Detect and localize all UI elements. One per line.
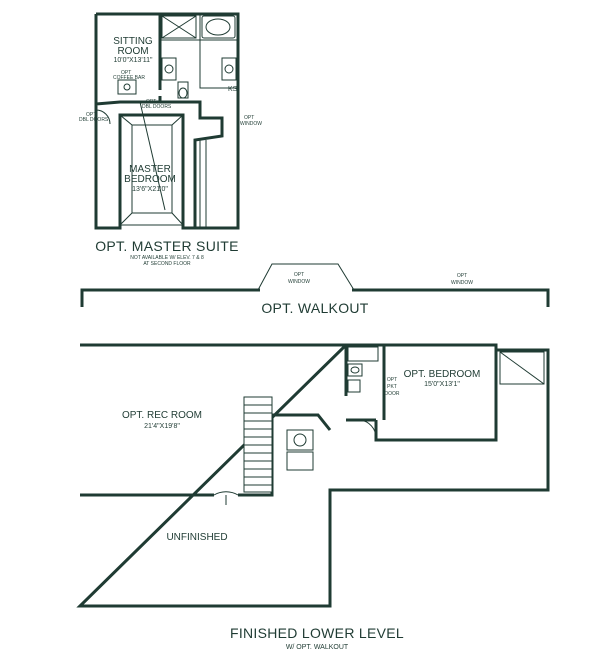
lower-sink [350, 366, 360, 374]
coffee-bar-label-2: COFFEE BAR [113, 75, 145, 81]
bedroom-dims: 15'0"X13'1" [424, 381, 460, 388]
walkout-window-left-2: WINDOW [288, 279, 310, 285]
walkout-window-right-1: OPT [457, 273, 467, 279]
lower-level-title: FINISHED LOWER LEVEL [230, 625, 404, 641]
master-suite-note-2: AT SECOND FLOOR [143, 261, 191, 267]
master-suite-plan: SITTING ROOM 10'0"X13'11" MASTER BEDROOM… [79, 12, 262, 267]
dbl-doors-b-label-1: OPT [86, 112, 96, 118]
tray-ceiling-corners [119, 114, 184, 226]
walkout-window-right-2: WINDOW [451, 280, 473, 286]
dbl-doors-a-label-2: DBL DOORS [142, 104, 172, 110]
toilet-bowl [178, 87, 188, 99]
tray-ceiling-inner [131, 124, 173, 214]
master-opt-window-1: OPT [244, 115, 254, 121]
lower-level-outer-wall [76, 343, 550, 608]
walkout-window-left-1: OPT [294, 272, 304, 278]
closet-walls [199, 140, 207, 228]
coffee-bar-sink [123, 83, 131, 91]
lower-vanity [347, 363, 363, 377]
water-heater [293, 433, 307, 447]
master-bedroom-name-1: MASTER [129, 164, 171, 175]
unfinished-door-swing [213, 491, 239, 505]
vanity-left [161, 57, 177, 81]
sitting-room-name-1: SITTING [113, 36, 153, 47]
dbl-doors-a-label-1: OPT [146, 99, 156, 105]
bedroom-window-well [499, 351, 545, 385]
master-opt-window-2: WINDOW [240, 121, 262, 127]
unfinished-label: UNFINISHED [166, 532, 227, 543]
pkt-door-label-2: PKT [387, 384, 397, 390]
shower-cross [161, 15, 197, 39]
master-suite-title: OPT. MASTER SUITE [95, 238, 239, 254]
master-bedroom-dims: 13'6"X21'0" [132, 186, 168, 193]
master-bedroom-name-2: BEDROOM [124, 174, 176, 185]
lower-level-subtitle: W/ OPT. WALKOUT [286, 644, 349, 651]
sink-left [164, 64, 174, 74]
tray-ceiling-outer [119, 114, 184, 226]
stair-treads [244, 404, 272, 486]
sitting-room-name-2: ROOM [117, 46, 148, 57]
ks-label: KS [228, 86, 238, 93]
coffee-bar-counter [117, 79, 137, 95]
walkout-title: OPT. WALKOUT [261, 300, 368, 316]
dbl-door-swing-line [139, 101, 166, 211]
walkout-wall [80, 288, 550, 307]
pkt-door-label-1: OPT [387, 377, 397, 383]
mechanical-unit-1 [286, 429, 314, 451]
mechanical-unit-2 [286, 451, 314, 471]
vanity-right [221, 57, 237, 81]
lower-level-plan: OPT. REC ROOM 21'4"X19'8" OPT. BEDROOM 1… [76, 343, 550, 651]
sitting-room-dims: 10'0"X13'11" [113, 57, 153, 64]
bedroom-door-swing [359, 419, 377, 439]
dbl-doors-b-label-2: DBL DOORS [79, 117, 109, 123]
pkt-door-label-3: DOOR [385, 391, 400, 397]
walkout-bay-window [257, 263, 355, 291]
bedroom-name: OPT. BEDROOM [404, 369, 481, 380]
lower-toilet [347, 379, 361, 393]
opt-dbl-door-swing [95, 109, 111, 125]
walkout-section: OPT WINDOW OPT WINDOW OPT. WALKOUT [80, 263, 550, 316]
rec-room-dims: 21'4"X19'8" [144, 423, 180, 430]
master-suite-note-1: NOT AVAILABLE W/ ELEV. 7 & 8 [130, 255, 204, 261]
coffee-bar-label-1: OPT [121, 70, 131, 76]
sink-right [224, 64, 234, 74]
rec-room-name: OPT. REC ROOM [122, 410, 202, 421]
lower-bathtub [347, 346, 379, 362]
bathtub-basin [205, 18, 231, 36]
bath-walls [160, 14, 238, 89]
